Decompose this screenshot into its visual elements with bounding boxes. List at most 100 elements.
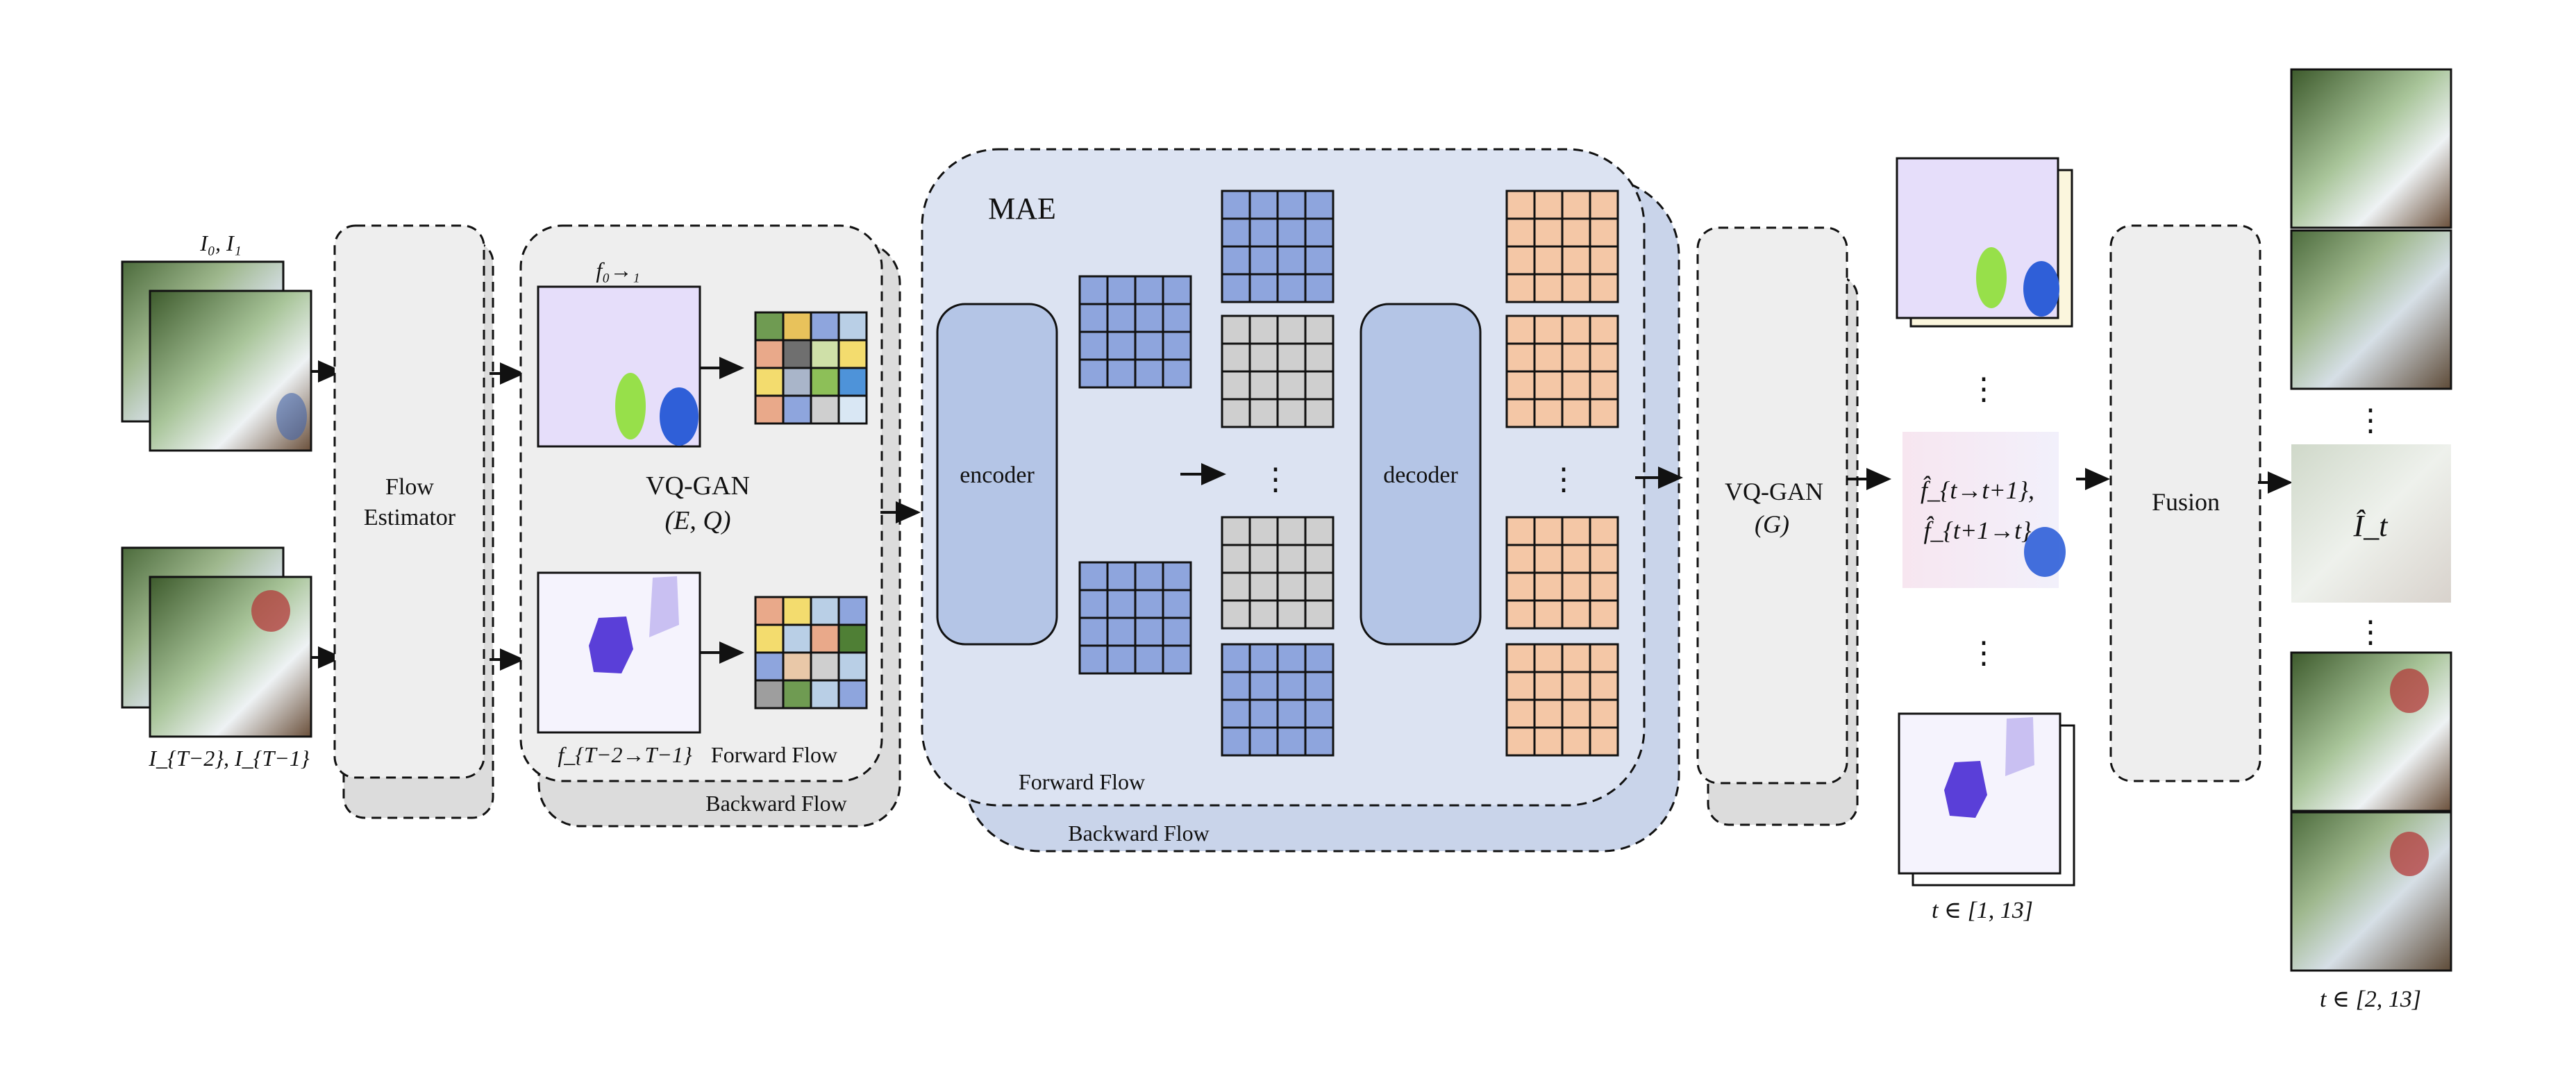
decoded-token-grid-4-cell <box>1533 698 1564 729</box>
vqgan-decoder: VQ-GAN (G) <box>1696 226 1859 826</box>
decoded-token-grid-1-cell <box>1561 245 1591 276</box>
encoded-token-grid-top-cell <box>1078 275 1109 305</box>
decoded-token-grid-4-cell <box>1533 671 1564 701</box>
masked-token-grid-1-cell <box>1248 370 1279 401</box>
forward-code-grid-cell <box>782 311 812 342</box>
encoded-token-grid-top-cell <box>1134 275 1164 305</box>
decoded-token-grid-3 <box>1505 516 1619 630</box>
decoded-token-grid-3-cell <box>1561 571 1591 602</box>
forward-code-grid <box>754 311 868 425</box>
decoded-token-grid-3-cell <box>1589 599 1619 630</box>
masked-token-grid-2-cell <box>1221 599 1251 630</box>
masked-token-grid-1-cell <box>1304 370 1335 401</box>
input-frames-top: I₀, I₁ <box>121 230 312 452</box>
decoded-token-grid-3-cell <box>1505 516 1536 546</box>
visible-token-grid-1-cell <box>1221 273 1251 303</box>
encoded-token-grid-top-cell <box>1162 303 1192 333</box>
visible-token-grid-2-cell <box>1248 726 1279 757</box>
masked-token-grid-1-cell <box>1221 342 1251 373</box>
masked-token-grid-2-cell <box>1248 571 1279 602</box>
encoded-token-grid-bottom-cell <box>1106 644 1137 675</box>
masked-token-grid-1-cell <box>1304 314 1335 345</box>
fusion-label: Fusion <box>2152 488 2220 516</box>
mae-title: MAE <box>988 192 1056 226</box>
t-range-out: t ∈ [2, 13] <box>2320 987 2421 1012</box>
encoded-token-grid-top <box>1078 275 1192 389</box>
decoded-token-grid-2-cell <box>1533 398 1564 428</box>
visible-token-grid-1-cell <box>1248 273 1279 303</box>
decoded-token-grid-2-cell <box>1533 342 1564 373</box>
visible-token-grid-1-cell <box>1276 245 1307 276</box>
decoded-token-grid-4 <box>1505 643 1619 757</box>
masked-token-grid-1 <box>1221 314 1335 428</box>
visible-token-grid-1-cell <box>1248 217 1279 248</box>
decoded-token-grid-1-cell <box>1533 245 1564 276</box>
decoded-token-grid-2-cell <box>1505 342 1536 373</box>
encoded-token-grid-bottom-cell <box>1078 561 1109 591</box>
decoded-token-grid-2 <box>1505 314 1619 428</box>
decoded-token-grid-1-cell <box>1505 273 1536 303</box>
decoded-token-grid-2-cell <box>1505 370 1536 401</box>
fusion-module: Fusion <box>2109 224 2261 782</box>
vqgan-dec-label-1: VQ-GAN <box>1725 478 1823 505</box>
encoded-token-grid-top-cell <box>1078 358 1109 389</box>
encoded-token-grid-bottom-cell <box>1162 589 1192 619</box>
visible-token-grid-2-cell <box>1276 698 1307 729</box>
backward-code-grid-cell <box>754 596 785 626</box>
decoded-token-grid-4-cell <box>1589 643 1619 673</box>
masked-token-grid-2-cell <box>1304 516 1335 546</box>
visible-token-grid-1 <box>1221 190 1335 303</box>
vqgan-encoder: f₀→₁ f_{T−2→T−1} VQ-GAN (E, Q) Forward F… <box>519 224 901 828</box>
decoded-token-grid-4-cell <box>1589 698 1619 729</box>
encoder-label: encoder <box>960 462 1035 488</box>
backward-code-grid-cell <box>782 596 812 626</box>
encoded-token-grid-bottom-cell <box>1162 616 1192 647</box>
backward-code-grid-cell <box>754 679 785 710</box>
forward-code-grid-cell <box>782 339 812 369</box>
encoded-token-grid-bottom-cell <box>1134 589 1164 619</box>
decoded-token-grid-1-cell <box>1589 273 1619 303</box>
backward-flow-blob-purple <box>589 616 633 673</box>
decoded-token-grid-2-cell <box>1589 370 1619 401</box>
encoded-token-grid-top-cell <box>1134 358 1164 389</box>
mae-dots-middle: ⋮ <box>1260 462 1291 496</box>
decoded-token-grid-3-cell <box>1505 544 1536 574</box>
visible-token-grid-1-cell <box>1276 190 1307 220</box>
backward-code-grid-cell <box>810 679 840 710</box>
encoded-token-grid-bottom-cell <box>1106 561 1137 591</box>
visible-token-grid-1-cell <box>1221 190 1251 220</box>
encoded-token-grid-bottom-cell <box>1078 644 1109 675</box>
forward-code-grid-cell <box>810 367 840 397</box>
mae-module: MAE encoder ⋮ ⋮ decoder Forward Flow Bac… <box>921 148 1680 853</box>
decoded-token-grid-2-cell <box>1533 314 1564 345</box>
forward-flow-blob-blue <box>660 387 699 446</box>
encoded-token-grid-top-cell <box>1106 358 1137 389</box>
pred-label-2: f̂_{t+1→t} <box>1923 515 2032 544</box>
encoded-token-grid-bottom-cell <box>1162 644 1192 675</box>
output-frame-3-person <box>2390 669 2429 713</box>
masked-token-grid-1-cell <box>1221 398 1251 428</box>
flow-fwd-label: f₀→₁ <box>596 258 639 283</box>
encoded-token-grid-top-cell <box>1134 303 1164 333</box>
flow-estimator-front <box>333 224 485 779</box>
output-predicted-label: Î_t <box>2353 509 2389 543</box>
backward-code-grid-cell <box>754 651 785 682</box>
decoded-token-grid-1 <box>1505 190 1619 303</box>
forward-code-grid-cell <box>754 367 785 397</box>
forward-code-grid <box>754 311 868 425</box>
forward-flow-blob-green <box>615 373 646 439</box>
masked-token-grid-2 <box>1221 516 1335 630</box>
backward-code-grid-cell <box>837 651 868 682</box>
decoded-token-grid-4-cell <box>1533 643 1564 673</box>
mae-token-grids <box>1078 190 1619 757</box>
decoded-token-grid-1-cell <box>1561 273 1591 303</box>
encoded-token-grid-top-cell <box>1106 275 1137 305</box>
backward-code-grid-cell <box>782 679 812 710</box>
output-dots-bottom: ⋮ <box>2355 615 2386 649</box>
decoded-token-grid-1-cell <box>1561 217 1591 248</box>
masked-token-grid-2-cell <box>1248 516 1279 546</box>
output-frame-4-person <box>2390 832 2429 876</box>
decoded-token-grid-2-cell <box>1589 314 1619 345</box>
forward-code-grid-cell <box>837 394 868 425</box>
